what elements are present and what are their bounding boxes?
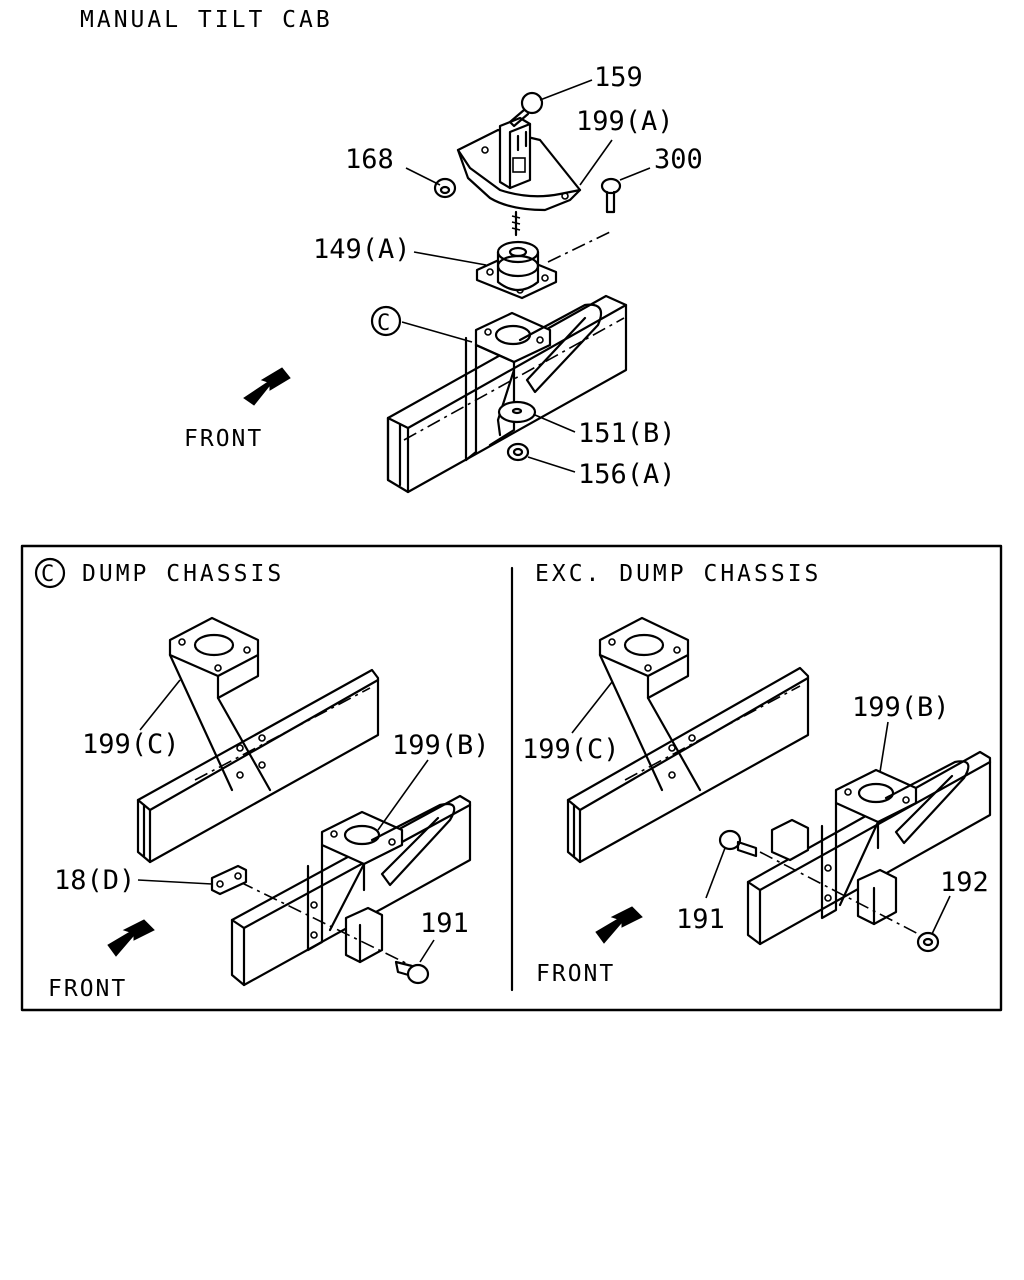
detail-ref-c: C bbox=[370, 305, 402, 337]
main-exploded-view: 159 199(A) 168 300 149(A) 151(B) 156(A) … bbox=[184, 62, 703, 494]
left-callout-199c: 199(C) bbox=[82, 729, 180, 760]
bolt-300 bbox=[600, 177, 622, 214]
right-callout-199c: 199(C) bbox=[522, 734, 620, 765]
upper-bracket-199a bbox=[456, 116, 582, 237]
right-front-arrow bbox=[595, 906, 643, 944]
left-panel-dump-chassis: C DUMP CHASSIS bbox=[34, 557, 490, 1002]
right-callout-192: 192 bbox=[940, 867, 989, 898]
main-leader-lines bbox=[401, 79, 651, 473]
callout-159: 159 bbox=[594, 62, 643, 93]
right-panel-title: EXC. DUMP CHASSIS bbox=[535, 561, 821, 587]
left-panel-ref-c: C bbox=[34, 557, 66, 589]
callout-199a: 199(A) bbox=[576, 106, 674, 137]
front-label-main: FRONT bbox=[184, 426, 263, 452]
callout-168: 168 bbox=[345, 144, 394, 175]
bracket-tower-c bbox=[464, 303, 603, 462]
mount-bushing-149a bbox=[475, 231, 611, 300]
left-front-arrow bbox=[107, 919, 155, 957]
svg-text:C: C bbox=[41, 562, 54, 587]
callout-300: 300 bbox=[654, 144, 703, 175]
svg-text:C: C bbox=[377, 311, 390, 336]
right-callout-199b: 199(B) bbox=[852, 692, 950, 723]
callout-149a: 149(A) bbox=[313, 234, 411, 265]
left-callout-199b: 199(B) bbox=[392, 730, 490, 761]
callout-156a: 156(A) bbox=[578, 459, 676, 490]
left-callout-18d: 18(D) bbox=[54, 865, 135, 896]
callout-151b: 151(B) bbox=[578, 418, 676, 449]
right-front-label: FRONT bbox=[536, 961, 615, 987]
washer-151b bbox=[497, 400, 537, 424]
detail-box: C DUMP CHASSIS bbox=[20, 544, 1003, 1012]
page-title: MANUAL TILT CAB bbox=[80, 7, 333, 33]
ball-stud-159 bbox=[508, 91, 544, 128]
left-front-label: FRONT bbox=[48, 976, 127, 1002]
left-bolt-191 bbox=[394, 960, 430, 985]
nut-168 bbox=[433, 177, 457, 199]
right-bolt-191 bbox=[718, 829, 758, 858]
frame-rail bbox=[386, 294, 628, 494]
right-callout-191: 191 bbox=[676, 904, 725, 935]
nut-192 bbox=[916, 931, 940, 953]
left-panel-title: DUMP CHASSIS bbox=[82, 561, 284, 587]
front-arrow bbox=[243, 367, 291, 406]
nut-156a bbox=[506, 442, 530, 462]
left-callout-191: 191 bbox=[420, 908, 469, 939]
right-panel-exc-dump-chassis: EXC. DUMP CHASSIS bbox=[522, 561, 992, 987]
